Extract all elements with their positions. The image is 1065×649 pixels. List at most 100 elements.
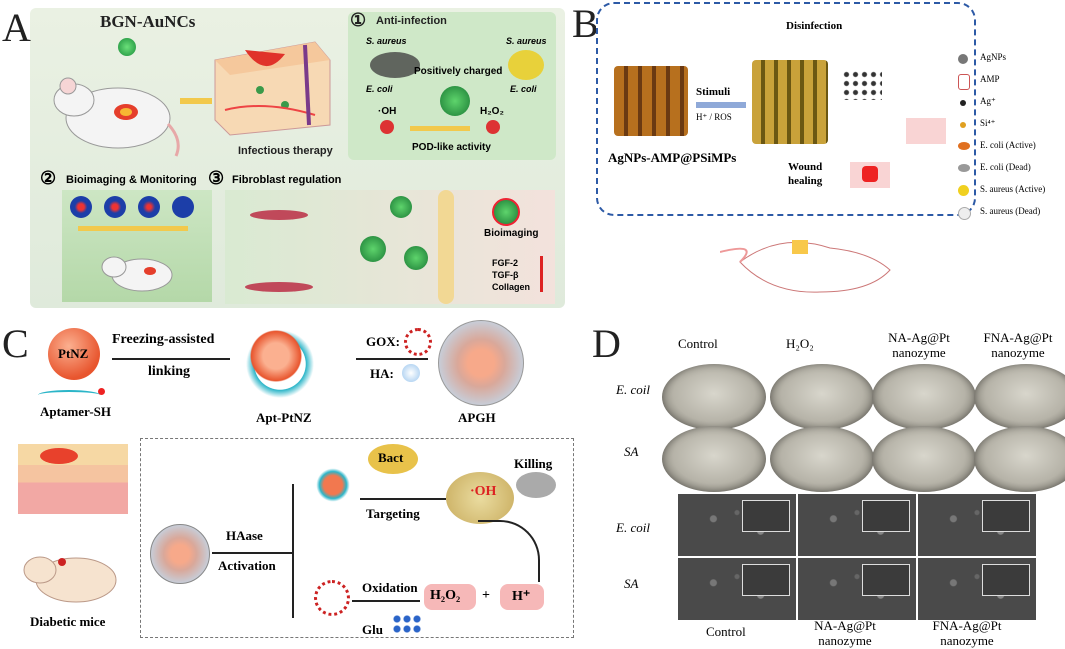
h2o2-label-a: H₂O₂ bbox=[480, 106, 504, 117]
plate-ecoil-control bbox=[662, 364, 766, 430]
glu-icon bbox=[392, 614, 422, 634]
sem-inset bbox=[742, 564, 790, 596]
gox-label: GOX: bbox=[366, 334, 400, 349]
sem-inset bbox=[862, 564, 910, 596]
legend-row: AgNPs bbox=[958, 50, 1063, 72]
legend-label: E. coli (Active) bbox=[980, 140, 1036, 150]
panel-d: D Control H₂O₂ NA-Ag@Pt nanozyme FNA-Ag@… bbox=[590, 320, 1065, 649]
plate-ecoil-fna bbox=[974, 364, 1065, 430]
killed-bact bbox=[516, 472, 556, 498]
sem-inset bbox=[862, 500, 910, 532]
panel-d-letter: D bbox=[592, 321, 621, 366]
apgh-graphic bbox=[438, 320, 524, 406]
arrow-c2 bbox=[356, 358, 428, 360]
hplus-box bbox=[500, 584, 544, 610]
sem-ecoil-fna bbox=[918, 494, 1036, 556]
saureus-active-icon bbox=[958, 185, 969, 196]
e-coli-label-2: E. coli bbox=[510, 84, 537, 94]
nc-a1 bbox=[390, 196, 412, 218]
sem-sa-control bbox=[678, 558, 796, 620]
oh-label-c: ·OH bbox=[470, 484, 497, 499]
bioimaging-label: Bioimaging bbox=[484, 228, 539, 239]
e-coli-label-1: E. coli bbox=[366, 84, 393, 94]
agnps-icon bbox=[958, 54, 968, 64]
legend-label: Ag⁺ bbox=[980, 96, 996, 106]
molecule-right bbox=[486, 120, 500, 134]
skin-illustration bbox=[214, 41, 331, 136]
fluor-dot-1 bbox=[70, 196, 92, 218]
legend-label: AMP bbox=[980, 74, 1000, 84]
bacteria-cluster-right bbox=[508, 50, 544, 80]
ecoli-active-icon bbox=[958, 142, 970, 150]
bioimaging-monitoring-label: Bioimaging & Monitoring bbox=[66, 174, 197, 186]
plate-sa-control bbox=[662, 426, 766, 492]
legend-row: Ag⁺ bbox=[958, 94, 1063, 116]
glu-label: Glu bbox=[362, 622, 383, 637]
col-header: NA-Ag@Pt nanozyme bbox=[888, 330, 950, 360]
apt-ptnz-graphic bbox=[240, 324, 320, 404]
loop-arrow bbox=[478, 520, 540, 582]
material-label: AgNPs-AMP@PSiMPs bbox=[608, 150, 737, 165]
diabetic-mouse bbox=[23, 556, 117, 603]
h2o2-label-c: H₂O₂ bbox=[430, 588, 461, 603]
stimuli-arrow bbox=[696, 102, 746, 108]
fibroblast-cell-2 bbox=[245, 282, 313, 292]
release-dots bbox=[842, 70, 882, 100]
gox-icon bbox=[404, 328, 432, 356]
bacteria-cluster-left bbox=[370, 52, 420, 78]
s-aureus-label-2: S. aureus bbox=[506, 36, 547, 46]
fgf-label: FGF-2 bbox=[492, 258, 518, 268]
killing-label: Killing bbox=[514, 456, 553, 471]
fluor-dot-3 bbox=[138, 196, 160, 218]
ha-icon bbox=[402, 364, 420, 382]
ptnz-label: PtNZ bbox=[58, 346, 89, 361]
mechanism-box bbox=[140, 438, 574, 638]
step1-marker: ① bbox=[350, 10, 367, 30]
activation-label: Activation bbox=[218, 558, 276, 573]
stimuli-label: Stimuli bbox=[696, 86, 731, 98]
yellow-arrow-pod bbox=[410, 126, 470, 131]
wound-healing-label: Wound healing bbox=[788, 161, 823, 187]
legend-label: AgNPs bbox=[980, 52, 1007, 62]
arrow-activation bbox=[212, 552, 292, 554]
legend-row: Si⁴⁺ bbox=[958, 116, 1063, 138]
amp-icon bbox=[958, 74, 970, 90]
gox-small bbox=[314, 580, 350, 616]
legend-label: E. coli (Dead) bbox=[980, 162, 1031, 172]
ag-ion-icon bbox=[960, 100, 966, 106]
oh-label-a: ·OH bbox=[378, 106, 397, 117]
mouse-b bbox=[720, 240, 891, 293]
panel-c-letter: C bbox=[2, 321, 29, 366]
plate-sa-fna bbox=[974, 426, 1065, 492]
infectious-therapy-label: Infectious therapy bbox=[238, 145, 333, 157]
apgh-small bbox=[150, 524, 210, 584]
legend-row: S. aureus (Dead) bbox=[958, 204, 1063, 226]
wound-box-1 bbox=[906, 118, 946, 144]
nanocluster-center bbox=[440, 86, 470, 116]
fibroblast-cell-1 bbox=[250, 210, 308, 220]
legend-label: S. aureus (Dead) bbox=[980, 206, 1041, 216]
bact-badge bbox=[368, 444, 418, 474]
molecule-left bbox=[380, 120, 394, 134]
step2-marker: ② bbox=[40, 168, 57, 188]
sem-inset bbox=[742, 500, 790, 532]
step3-marker: ③ bbox=[208, 168, 225, 188]
ha-label: HA: bbox=[370, 366, 394, 381]
arrow-c1 bbox=[112, 358, 230, 360]
targeting-label: Targeting bbox=[366, 506, 420, 521]
saureus-dead-icon bbox=[958, 207, 971, 220]
panel-b: B Disinfection Stimuli H⁺ / ROS AgNPs-AM… bbox=[570, 0, 1065, 312]
legend-row: S. aureus (Active) bbox=[958, 182, 1063, 204]
membrane-strip bbox=[438, 190, 454, 304]
si-ion-icon bbox=[960, 122, 966, 128]
plate-ecoil-na bbox=[872, 364, 976, 430]
apgh-label: APGH bbox=[458, 410, 496, 425]
plus-label: + bbox=[482, 588, 490, 603]
anti-infection-label: Anti-infection bbox=[376, 15, 447, 27]
fluor-dot-4 bbox=[172, 196, 194, 218]
apt-ptnz-label: Apt-PtNZ bbox=[256, 410, 312, 425]
panel-a: A BGN-AuNCs Infectious therapy ① Anti-in… bbox=[0, 0, 570, 312]
arrow-oxidation bbox=[352, 600, 420, 602]
bacterium-target bbox=[446, 472, 514, 524]
yellow-arrow-a bbox=[180, 98, 212, 104]
